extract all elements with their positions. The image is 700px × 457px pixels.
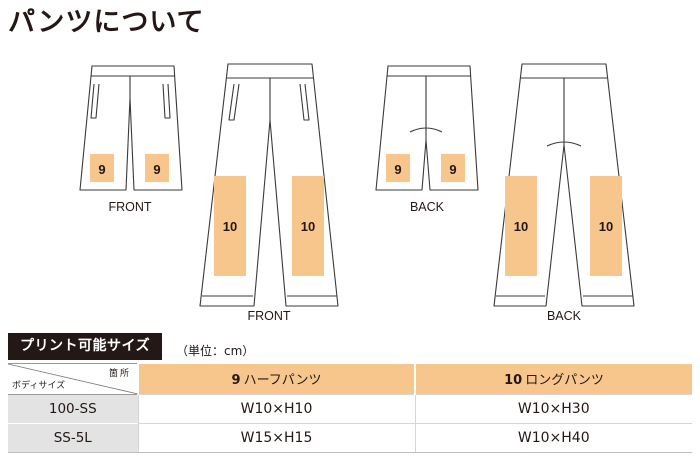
zone-number: 10 <box>514 219 528 234</box>
table-cell: W15×H15 <box>137 423 415 453</box>
long-front-label: FRONT <box>247 309 290 323</box>
section-heading: プリント可能サイズ <box>8 333 163 360</box>
short-back-label: BACK <box>410 200 445 214</box>
column-number: 9 <box>231 373 241 389</box>
corner-diagonal <box>8 364 138 394</box>
zone-number: 9 <box>153 162 160 177</box>
zone-number: 10 <box>301 219 315 234</box>
row-size-label: 100-SS <box>8 394 138 424</box>
print-zone-9-back-left <box>386 154 410 182</box>
print-zone-10-back-right <box>590 176 622 276</box>
table-row: 100-SS W10×H10 W10×H30 <box>8 394 692 424</box>
zone-number: 9 <box>449 162 456 177</box>
zone-number: 9 <box>394 162 401 177</box>
page-title: パンツについて <box>8 7 205 38</box>
zone-number: 10 <box>223 219 237 234</box>
print-zone-9-left <box>90 154 114 182</box>
long-back-label: BACK <box>547 309 582 323</box>
unit-note: （単位：cm） <box>176 344 255 358</box>
table-corner: 箇所 ボディサイズ <box>8 363 138 395</box>
pants-diagrams: 9 9 10 10 9 9 10 10 FRONT FRONT BACK BAC… <box>79 63 635 323</box>
corner-part-label: 箇所 <box>108 369 131 379</box>
column-label: ハーフパンツ <box>243 373 322 389</box>
table-cell: W10×H30 <box>414 394 692 424</box>
column-label: ロングパンツ <box>525 373 604 389</box>
table-row: SS-5L W15×H15 W10×H40 <box>8 423 692 453</box>
table-cell: W10×H40 <box>414 423 692 453</box>
print-zone-10-back-left <box>505 176 537 276</box>
print-zone-10-right <box>292 176 324 276</box>
column-number: 10 <box>504 373 523 389</box>
zone-number: 10 <box>599 219 613 234</box>
print-zone-10-left <box>214 176 246 276</box>
corner-body-label: ボディサイズ <box>12 381 66 391</box>
short-front-label: FRONT <box>108 200 151 214</box>
zone-number: 9 <box>98 162 105 177</box>
row-size-label: SS-5L <box>8 423 138 453</box>
print-zone-9-back-right <box>441 154 465 182</box>
table-cell: W10×H10 <box>137 394 415 424</box>
print-zone-9-right <box>145 154 169 182</box>
